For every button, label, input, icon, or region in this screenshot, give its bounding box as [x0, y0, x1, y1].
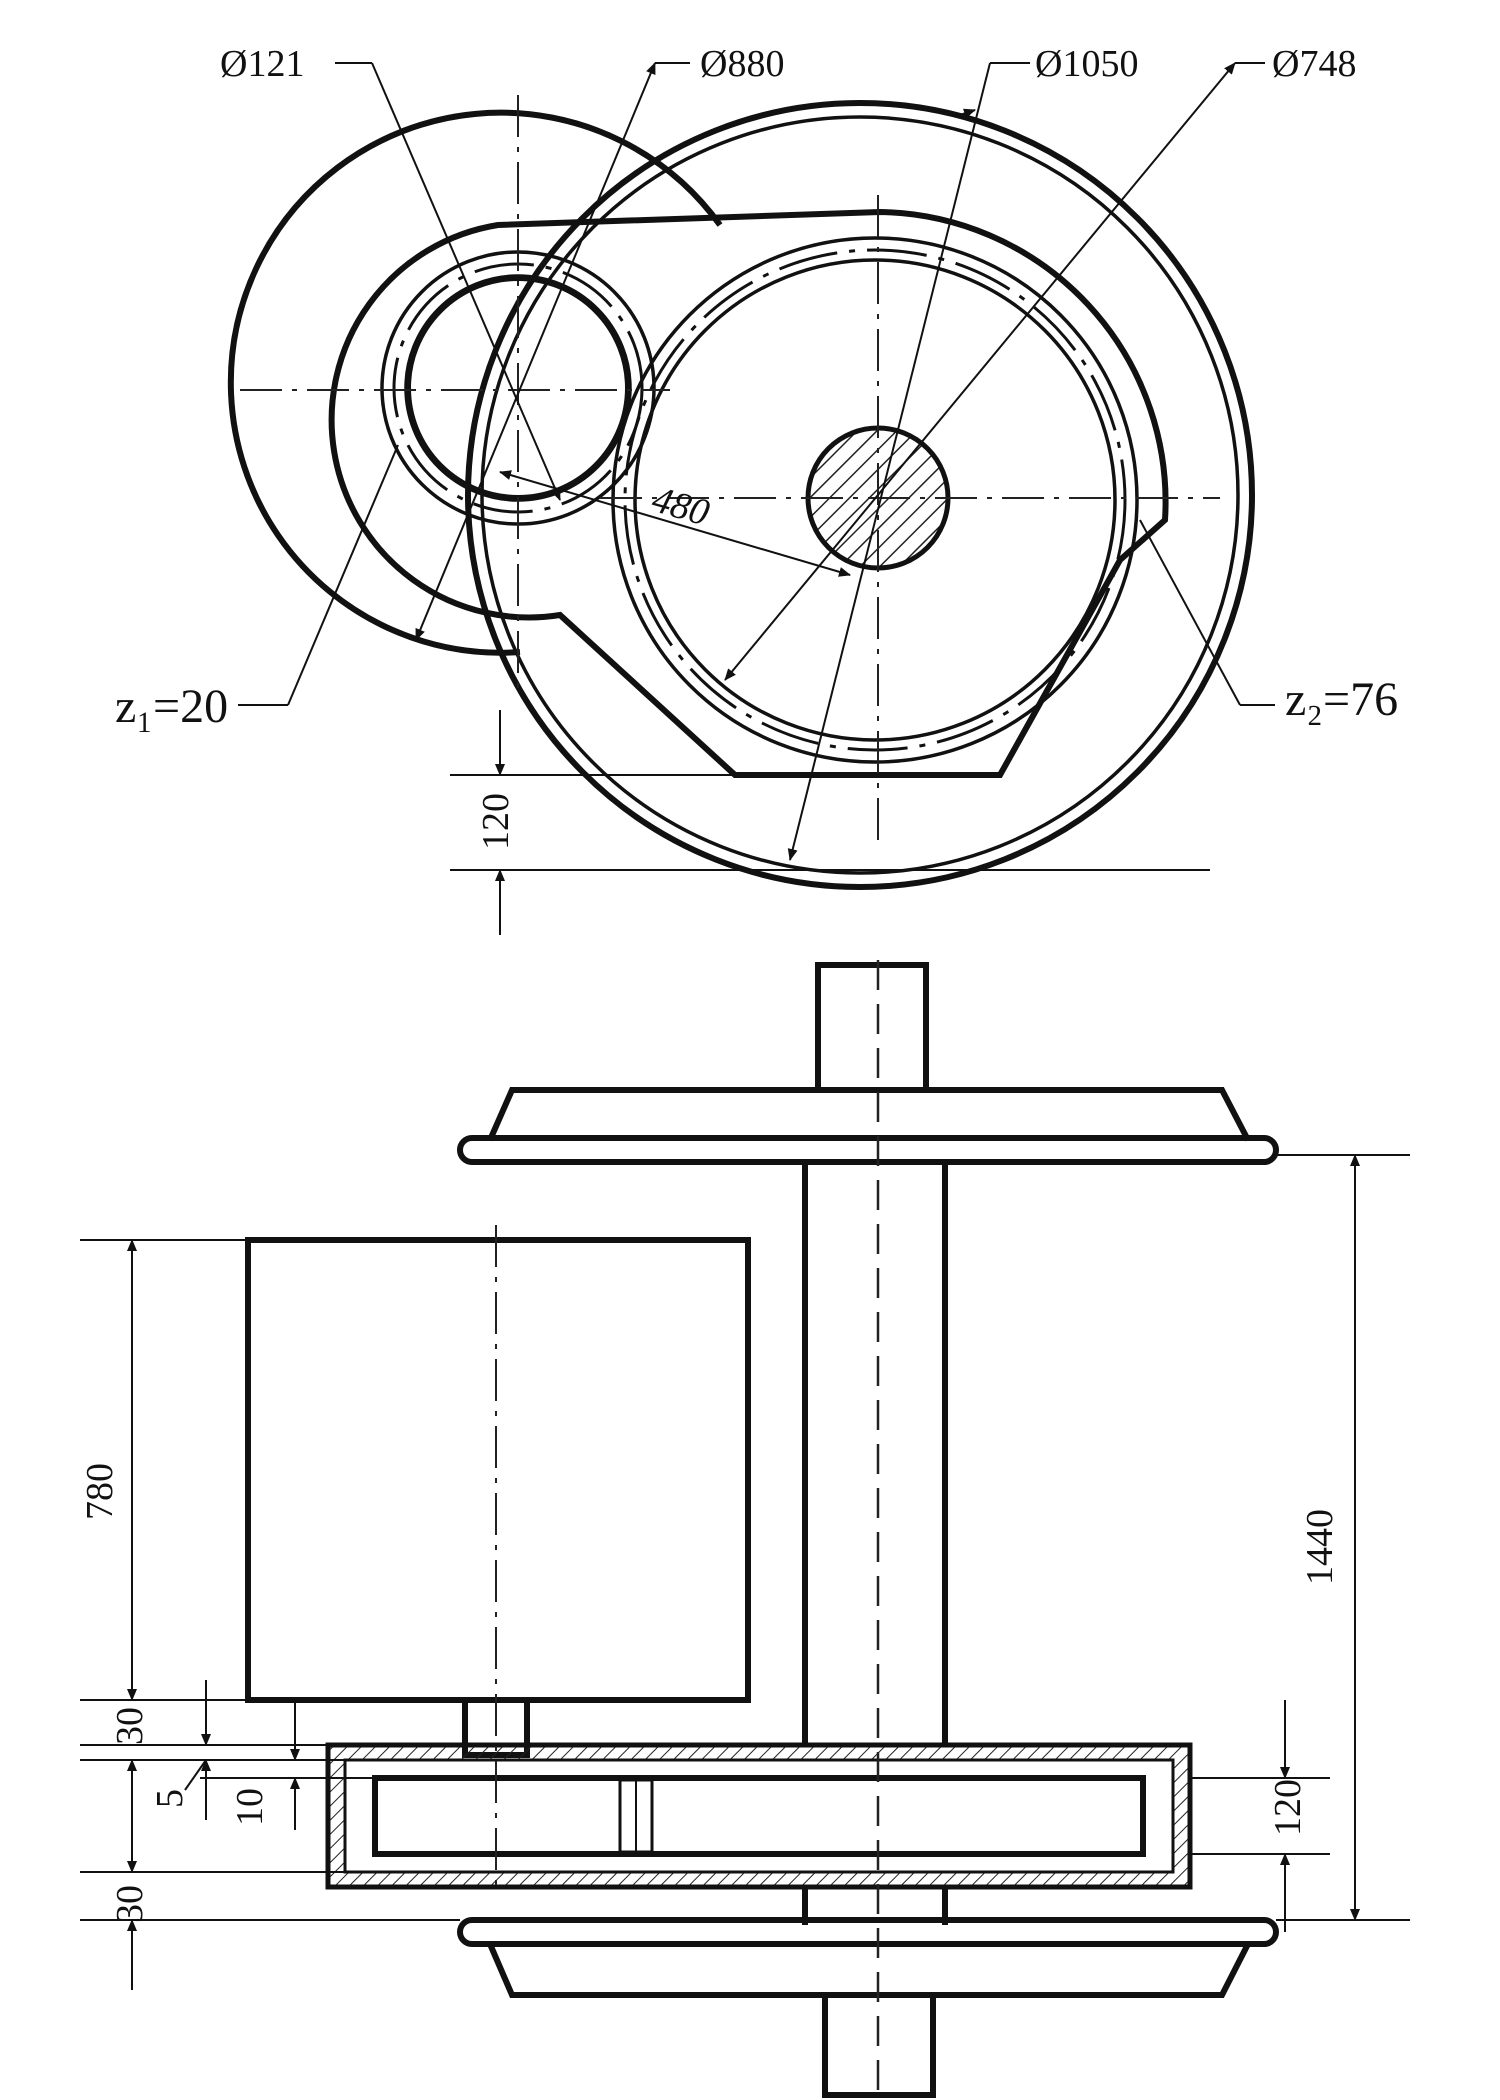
bottom-wheel-flange: [457, 1917, 1279, 1947]
label-d121: Ø121: [220, 43, 304, 85]
axle-stub-top: [815, 962, 929, 1093]
label-d880: Ø880: [700, 43, 784, 85]
label-30-lower: 30: [109, 1885, 151, 1923]
label-780: 780: [79, 1463, 121, 1520]
label-5: 5: [149, 1789, 191, 1808]
dim-480-line: [499, 470, 851, 577]
motor-block: [245, 1237, 751, 1703]
top-view: Ø121 Ø880 Ø1050 Ø748 480 z₁=20 z₂=76 120: [115, 43, 1398, 935]
label-120-side: 120: [1267, 1779, 1309, 1836]
top-wheel-flange: [457, 1135, 1279, 1165]
label-z2: z₂=76: [1285, 673, 1398, 726]
gear-face: [372, 1775, 1146, 1857]
label-d1050: Ø1050: [1035, 43, 1138, 85]
dim-5-leader: [184, 1759, 207, 1791]
dim-d748: [724, 62, 1236, 681]
leader-z1: [287, 444, 399, 706]
side-view: 780 1440 30 5 10 30 120: [79, 960, 1410, 2098]
dim-d1050-tip: [959, 108, 976, 119]
label-30-upper: 30: [109, 1707, 151, 1745]
dim-d880: [415, 62, 656, 641]
label-10: 10: [229, 1788, 271, 1826]
label-480: 480: [648, 478, 714, 534]
label-d748: Ø748: [1272, 43, 1356, 85]
label-z1: z₁=20: [115, 680, 228, 733]
label-1440: 1440: [1299, 1509, 1341, 1585]
top-wheel-tread: [487, 1087, 1251, 1142]
label-120-top: 120: [475, 793, 517, 850]
bottom-wheel-tread: [487, 1942, 1251, 1998]
leader-z2: [1139, 519, 1241, 706]
